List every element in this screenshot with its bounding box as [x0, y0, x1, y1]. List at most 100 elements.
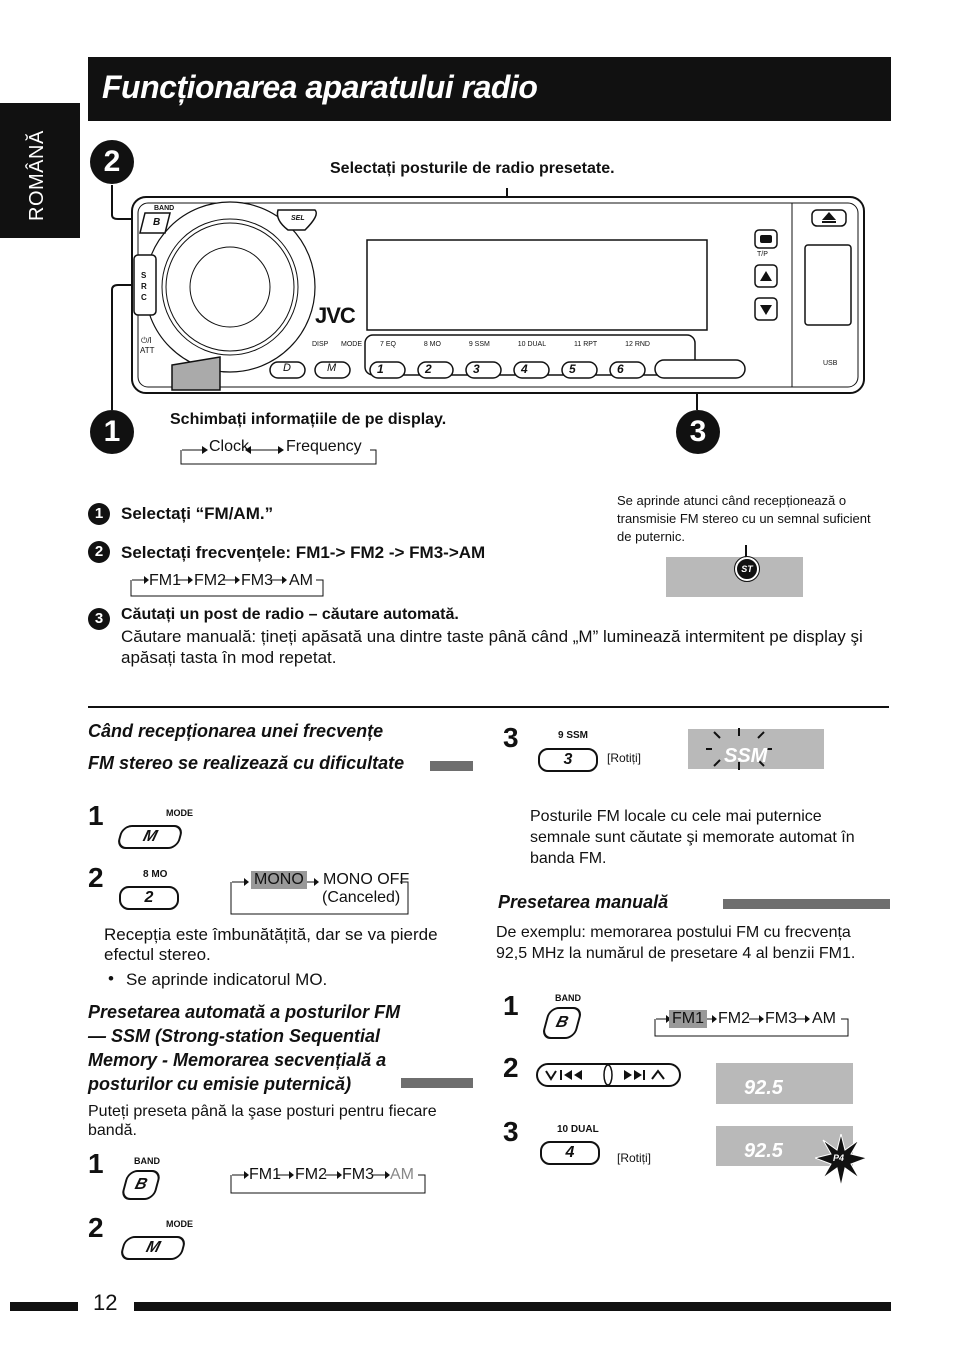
preset-key-1[interactable]: 1: [377, 362, 384, 376]
heading-ssm-2: — SSM (Strong-station Sequential: [88, 1026, 381, 1046]
footer-bar-right: [134, 1302, 891, 1311]
manual-example: De exemplu: memorarea postului FM cu fre…: [496, 924, 856, 962]
left-step-2-label: 8 MO: [143, 869, 168, 880]
step-2-text: Selectați frecvențele: FM1-> FM2 -> FM3-…: [121, 543, 486, 562]
freq-display-text: 92.5: [744, 1077, 783, 1099]
mono-off-label: MONO OFF: [323, 871, 410, 888]
callout-3: 3: [676, 410, 720, 454]
heading-bar-3: [723, 899, 890, 909]
key-d[interactable]: D: [283, 362, 291, 374]
flow-fm1: FM1: [149, 572, 181, 589]
band-key[interactable]: B: [119, 1170, 163, 1200]
mono-flow: [230, 878, 409, 915]
label-select-presets: Selectați posturile de radio presetate.: [330, 160, 615, 177]
right-step-3: 3: [503, 722, 519, 753]
unit-mode-label: MODE: [341, 341, 362, 348]
manual-flow-am: AM: [812, 1010, 836, 1027]
st-pointer: [745, 545, 747, 559]
flow-fm3: FM3: [241, 572, 273, 589]
callout-2: 2: [90, 140, 134, 184]
flow-frequency: Frequency: [286, 438, 362, 455]
manual-flow-fm1: FM1: [669, 1010, 707, 1028]
manual-flow-fm3: FM3: [765, 1010, 797, 1027]
preset-label-8: 8 MO: [423, 341, 441, 348]
seek-keys[interactable]: [536, 1062, 682, 1090]
right-step-2: 2: [503, 1052, 519, 1083]
preset-key-5[interactable]: 5: [569, 362, 576, 376]
p4-label: P4: [833, 1153, 845, 1163]
key-m[interactable]: M: [327, 362, 337, 374]
freq-display: [716, 1063, 853, 1104]
ssm-display-text: SSM: [724, 745, 768, 767]
mo-indicator-note: Se aprinde indicatorul MO.: [126, 970, 328, 989]
heading-fm-stereo-line1: Când recepționarea unei frecvențe: [88, 721, 384, 741]
ssm-flash: [706, 728, 772, 770]
preset-label-11: 11 RPT: [574, 341, 598, 348]
ssm-flow-fm2: FM2: [295, 1166, 327, 1183]
right-step-3b: 3: [503, 1116, 519, 1147]
unit-tp-label: T/P: [757, 251, 768, 258]
st-display: [666, 557, 803, 597]
ssm-note: Puteți preseta până la şase posturi pent…: [88, 1103, 437, 1139]
mono-note: Recepția este îmbunătățită, dar se va pi…: [104, 925, 438, 964]
preset-4-key[interactable]: 4: [540, 1141, 600, 1165]
mode-key[interactable]: M: [115, 825, 185, 849]
unit-att-label: ATT: [140, 346, 155, 355]
step-3-badge: 3: [88, 608, 110, 630]
preset-label-7: 7 EQ: [380, 341, 396, 348]
left-step-1-label: MODE: [166, 808, 193, 818]
preset-label-9: 9 SSM: [468, 341, 490, 348]
language-tab: ROMÂNĂ: [0, 103, 80, 238]
preset-key-3[interactable]: 3: [473, 362, 480, 376]
left-step-4-label: MODE: [166, 1219, 193, 1229]
left-step-1: 1: [88, 800, 104, 831]
left-step-3: 1: [88, 1148, 104, 1179]
unit-sel-label: SEL: [291, 215, 305, 222]
preset-3-key[interactable]: 3: [538, 748, 598, 772]
footer-bar-left: [10, 1302, 78, 1311]
preset-key-2[interactable]: 2: [425, 362, 432, 376]
ssm-flow-fm3: FM3: [342, 1166, 374, 1183]
flow-am: AM: [289, 572, 313, 589]
heading-fm-stereo-line2: FM stereo se realizează cu dificultate: [88, 753, 405, 773]
clock-frequency-flow: [180, 446, 377, 465]
right-band-label: BAND: [555, 993, 581, 1003]
preset-key-6[interactable]: 6: [617, 362, 624, 376]
canceled-label: (Canceled): [322, 889, 401, 906]
preset-display-text: 92.5: [744, 1140, 783, 1162]
bullet-dot: •: [108, 969, 114, 988]
ssm-key-label: 9 SSM: [558, 730, 589, 741]
band-flow-diagram: [130, 576, 324, 597]
mode-key-2[interactable]: M: [118, 1236, 188, 1260]
band-key-2[interactable]: B: [540, 1007, 584, 1039]
preset-2-key[interactable]: 2: [119, 886, 179, 910]
label-change-display: Schimbați informațiile de pe display.: [170, 411, 447, 428]
step-1-text: Selectați “FM/AM.”: [121, 504, 274, 523]
flow-fm2: FM2: [194, 572, 226, 589]
unit-disp-label: DISP: [312, 341, 329, 348]
manual-band-flow: [654, 1015, 849, 1037]
page-title-bar: Funcționarea aparatului radio: [88, 57, 891, 121]
step-1-badge: 1: [88, 503, 110, 525]
left-step-2: 2: [88, 862, 104, 893]
section-divider: [88, 706, 889, 708]
ssm-flow-fm1: FM1: [249, 1166, 281, 1183]
page-number: 12: [93, 1290, 118, 1315]
flow-clock: Clock: [209, 438, 250, 455]
callout-1: 1: [90, 410, 134, 454]
rotiti-label: [Rotiți]: [607, 751, 642, 765]
unit-power-label: ⏻/I: [141, 336, 152, 345]
heading-ssm-4: posturilor cu emisie puternică): [88, 1074, 352, 1094]
right-step-1: 1: [503, 990, 519, 1021]
step-2-badge: 2: [88, 541, 110, 563]
step-3-text: Căutare manuală: țineți apăsată una dint…: [121, 627, 863, 667]
preset-key-4[interactable]: 4: [521, 362, 528, 376]
left-step-4: 2: [88, 1212, 104, 1243]
preset-label-10: 10 DUAL: [517, 341, 547, 348]
key-b[interactable]: B: [153, 217, 161, 228]
heading-ssm-3: Memory - Memorarea secvențială a: [88, 1050, 387, 1070]
language-label: ROMÂNĂ: [26, 130, 48, 221]
rotiti-label-2: [Rotiți]: [617, 1151, 652, 1165]
unit-band-label: BAND: [154, 205, 175, 212]
step-3-bold: Căutați un post de radio – căutare autom…: [121, 606, 459, 623]
